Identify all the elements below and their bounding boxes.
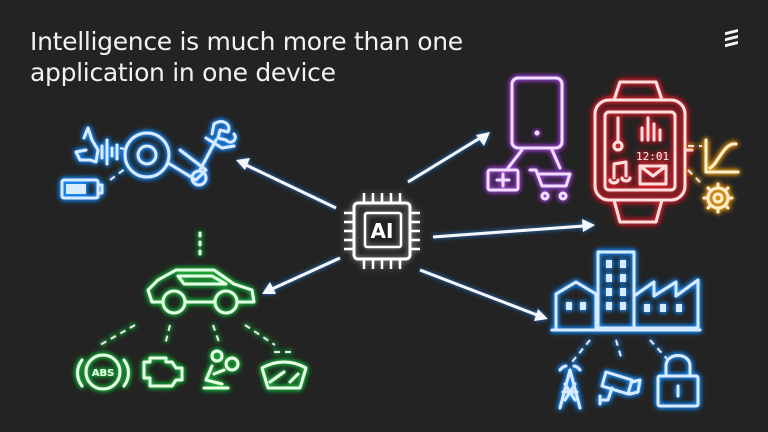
airbag-icon (202, 349, 240, 390)
car-icon (146, 268, 256, 315)
cart-icon (528, 168, 572, 201)
logo-icon (725, 28, 738, 48)
medical-kit-icon (486, 168, 520, 192)
watch-clock: 12:01 (636, 150, 669, 163)
title-line-1: Intelligence is much more than one (30, 27, 463, 56)
arrow-to-watch (432, 219, 595, 239)
lock-icon (656, 354, 700, 408)
camera-icon (598, 370, 642, 406)
abs-icon (76, 353, 130, 391)
tower-icon (558, 364, 582, 410)
line-chart-icon (704, 138, 740, 174)
arrow-to-tablet (407, 132, 490, 184)
slide-title: Intelligence is much more than one appli… (30, 26, 550, 88)
arrows (236, 132, 595, 321)
windshield-icon (260, 351, 308, 390)
arrow-to-robot (236, 158, 337, 210)
voice-icon (74, 126, 129, 166)
arrow-to-car (262, 256, 341, 294)
abs-label: ABS (92, 368, 115, 379)
title-line-2: application in one device (30, 58, 336, 87)
battery-icon (60, 167, 127, 200)
engine-icon (142, 356, 184, 388)
ai-chip-label: AI (371, 219, 394, 243)
factory-icon (550, 250, 702, 332)
tablet-icon (510, 76, 564, 150)
robot-arm-icon (123, 120, 237, 187)
ai-chip-icon (344, 193, 420, 269)
smartwatch-icon (593, 80, 694, 224)
gear-icon (702, 182, 734, 214)
arrow-to-factory (419, 268, 548, 321)
